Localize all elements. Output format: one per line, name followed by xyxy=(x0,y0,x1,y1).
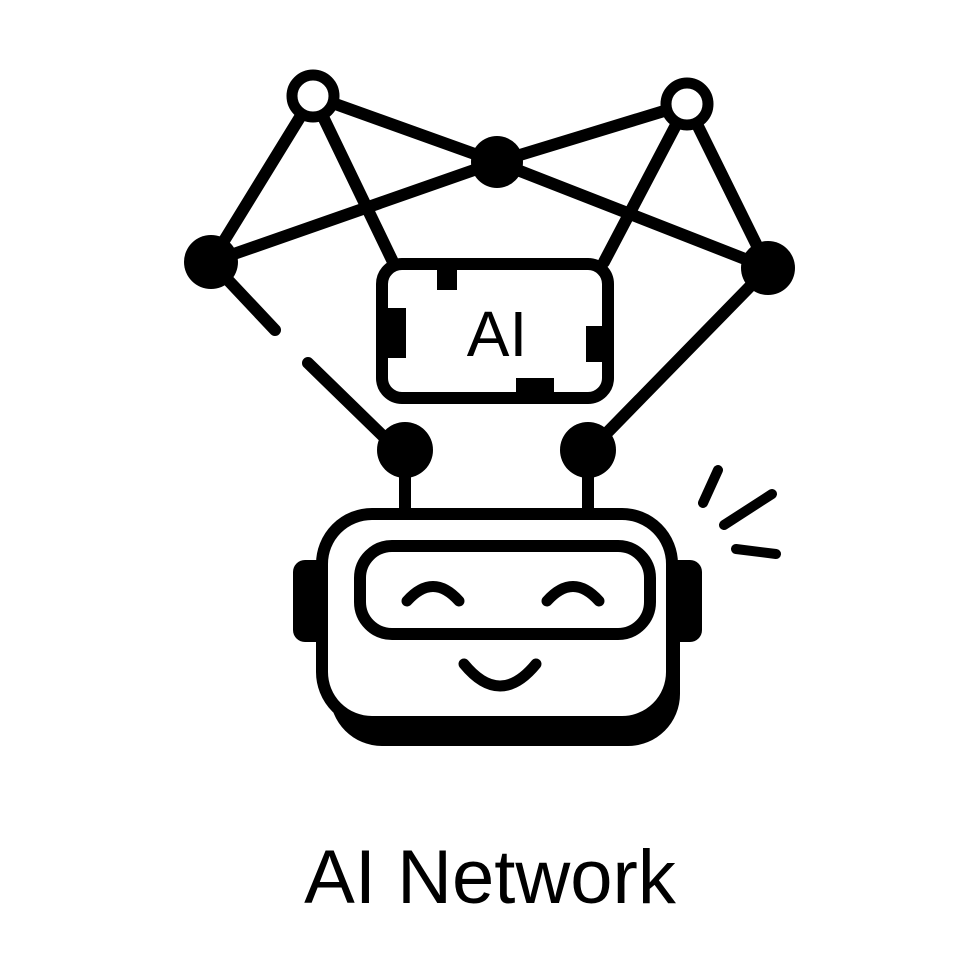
antenna-node xyxy=(560,422,616,478)
chip-label: AI xyxy=(467,298,527,370)
ai-network-illustration: AI xyxy=(184,69,795,746)
ai-chip-icon: AI xyxy=(376,258,614,404)
network-node xyxy=(184,235,238,289)
network-nodes xyxy=(184,69,795,295)
network-node xyxy=(471,136,523,188)
right-eye xyxy=(541,581,605,607)
robot-antennas xyxy=(377,422,616,515)
sparkle-lines-icon xyxy=(698,465,781,559)
antenna-node xyxy=(377,422,433,478)
network-graph-icon xyxy=(205,90,774,446)
network-node-open xyxy=(286,69,340,123)
caption: AI Network xyxy=(304,835,676,920)
network-node xyxy=(741,241,795,295)
left-eye xyxy=(401,581,465,607)
network-node-open xyxy=(660,77,714,131)
robot-head-icon xyxy=(293,508,702,746)
smile xyxy=(458,658,542,692)
